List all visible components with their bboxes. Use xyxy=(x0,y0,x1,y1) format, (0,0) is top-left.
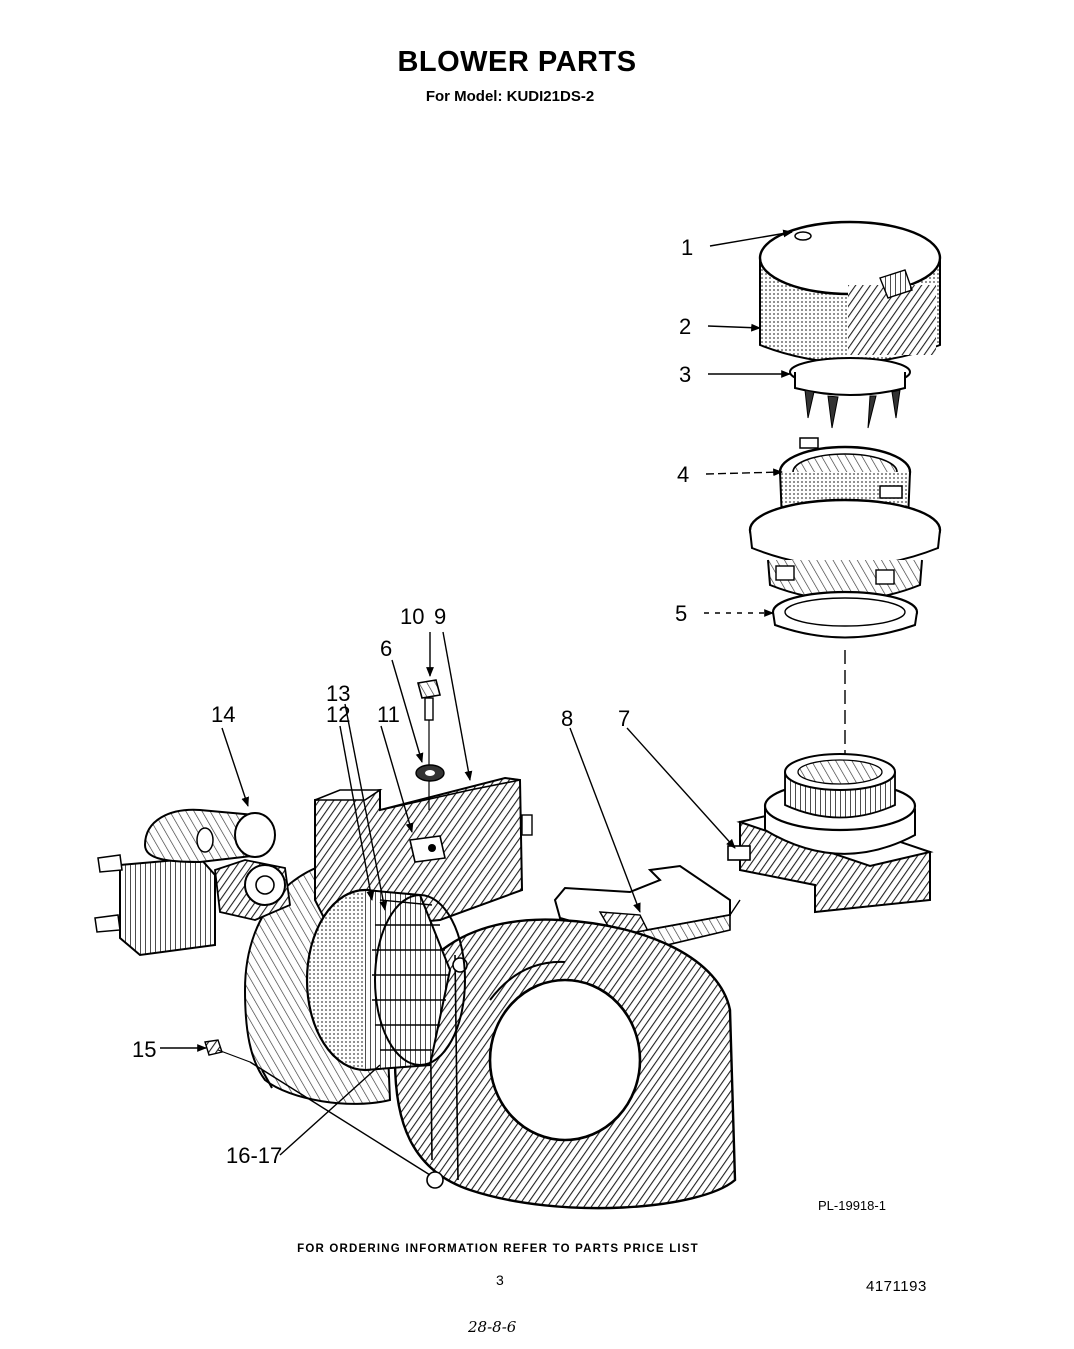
callout-11: 11 xyxy=(377,702,400,727)
callout-10: 10 xyxy=(400,604,424,629)
callout-16-17: 16-17 xyxy=(226,1143,282,1168)
callout-13: 13 xyxy=(326,681,350,706)
model-line: For Model: KUDI21DS-2 xyxy=(425,88,595,105)
flange-collar-part xyxy=(748,498,942,601)
screw-part xyxy=(417,679,441,810)
page-number: 3 xyxy=(496,1272,504,1288)
callout-15: 15 xyxy=(132,1037,156,1062)
callout-9: 9 xyxy=(434,604,446,629)
document-number: 4171193 xyxy=(866,1278,927,1295)
callout-14: 14 xyxy=(211,702,235,727)
inlet-housing-part xyxy=(727,753,934,914)
plate-number: PL-19918-1 xyxy=(818,1198,886,1213)
callout-6: 6 xyxy=(380,636,392,661)
motor-part xyxy=(94,808,291,957)
cap-fins-part xyxy=(789,357,911,429)
vent-cap-part xyxy=(758,220,942,364)
callout-5: 5 xyxy=(675,601,687,626)
blower-wheel-part xyxy=(305,888,466,1072)
blower-housing-part xyxy=(393,918,737,1210)
callout-1: 1 xyxy=(681,235,693,260)
ordering-note: FOR ORDERING INFORMATION REFER TO PARTS … xyxy=(297,1243,699,1255)
small-screw-part xyxy=(204,1039,251,1063)
handwritten-note: 28-8-6 xyxy=(468,1318,517,1336)
callout-12: 12 xyxy=(326,702,350,727)
gasket-ring-part xyxy=(771,590,919,639)
page-title: BLOWER PARTS xyxy=(397,46,637,78)
callout-4: 4 xyxy=(677,462,689,487)
callout-3: 3 xyxy=(679,362,691,387)
leader-lines xyxy=(160,229,793,1176)
washer-part xyxy=(415,764,445,782)
callout-2: 2 xyxy=(679,314,691,339)
callout-7: 7 xyxy=(618,706,630,731)
callout-8: 8 xyxy=(561,706,573,731)
